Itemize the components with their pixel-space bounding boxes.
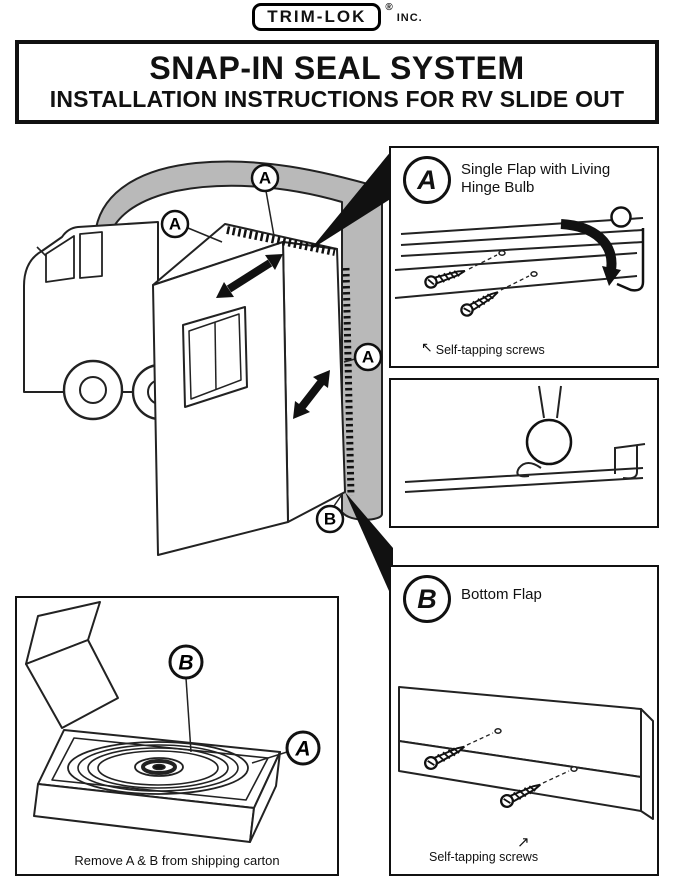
callout-labels: A A A B <box>160 163 383 534</box>
panel-b-illustration <box>398 686 654 820</box>
label-a-top-text: A <box>259 169 271 188</box>
carton-illustration: B A <box>24 601 320 843</box>
hinge-hook-profile <box>616 228 645 292</box>
panel-b-label: B <box>403 575 451 623</box>
panel-a-header: A Single Flap with Living Hinge Bulb <box>391 148 657 204</box>
panel-carton: B A Remove A & B from shipping carton <box>15 596 339 876</box>
cross-section-illustration <box>404 385 646 493</box>
panel-a-caption-text: Self-tapping screws <box>435 343 545 357</box>
panel-b-caption-text: Self-tapping screws <box>429 850 539 864</box>
bulb-cross-section <box>525 418 573 466</box>
logo-box: TRIM-LOK <box>252 3 382 31</box>
bottom-flap-panel <box>398 686 654 820</box>
arrow-up-left-icon: ↖ <box>421 339 433 355</box>
label-b-bottom <box>315 504 345 534</box>
carton-label-a-text: A <box>294 738 310 761</box>
carton-label-b <box>168 644 203 680</box>
page-title: SNAP-IN SEAL SYSTEM <box>149 50 525 87</box>
carton-caption: Remove A & B from shipping carton <box>74 853 280 868</box>
label-a-right <box>353 342 383 372</box>
wall-seal-rail <box>342 267 355 497</box>
flap-lines <box>394 217 644 299</box>
logo-inc-text: INC. <box>396 12 423 24</box>
registered-mark: ® <box>385 2 393 13</box>
slideout-box <box>152 223 346 556</box>
label-a-top <box>250 163 280 193</box>
seal-coil <box>66 741 249 795</box>
carton-label-a <box>285 730 320 766</box>
panel-b-header: B Bottom Flap <box>391 567 657 623</box>
panel-b: B Bottom Flap ↗Self-tapping screws <box>389 565 659 876</box>
rotate-arrow <box>560 219 621 286</box>
screws <box>422 250 538 319</box>
label-a-left-text: A <box>169 215 181 234</box>
panel-cross-section <box>389 378 659 528</box>
shipping-carton <box>24 601 281 843</box>
panel-a-label: A <box>403 156 451 204</box>
carton-label-b-text: B <box>178 652 193 675</box>
panel-a-title: Single Flap with Living Hinge Bulb <box>461 161 611 196</box>
motion-arrows <box>216 254 330 419</box>
label-b-bottom-text: B <box>324 510 336 529</box>
label-a-left <box>160 209 190 239</box>
carton-labels: B A <box>168 644 320 766</box>
panel-a-caption: ↖Self-tapping screws <box>421 339 545 358</box>
panel-a-illustration <box>394 206 645 319</box>
screws <box>422 728 578 810</box>
panel-b-caption: ↗Self-tapping screws <box>429 834 539 864</box>
label-a-right-text: A <box>362 348 374 367</box>
page-subtitle: INSTALLATION INSTRUCTIONS FOR RV SLIDE O… <box>49 85 625 112</box>
panel-a: A Single Flap with Living Hinge Bulb <box>389 146 659 368</box>
rv-slideout-illustration: A A A B <box>23 160 383 556</box>
logo-text: TRIM-LOK <box>267 7 367 26</box>
title-box: SNAP-IN SEAL SYSTEM INSTALLATION INSTRUC… <box>15 40 659 124</box>
bulb-profile <box>610 206 632 228</box>
arrow-up-right-icon: ↗ <box>517 834 530 851</box>
panel-b-title: Bottom Flap <box>461 586 542 603</box>
trimlok-logo: TRIM-LOK ® INC. <box>0 2 675 31</box>
